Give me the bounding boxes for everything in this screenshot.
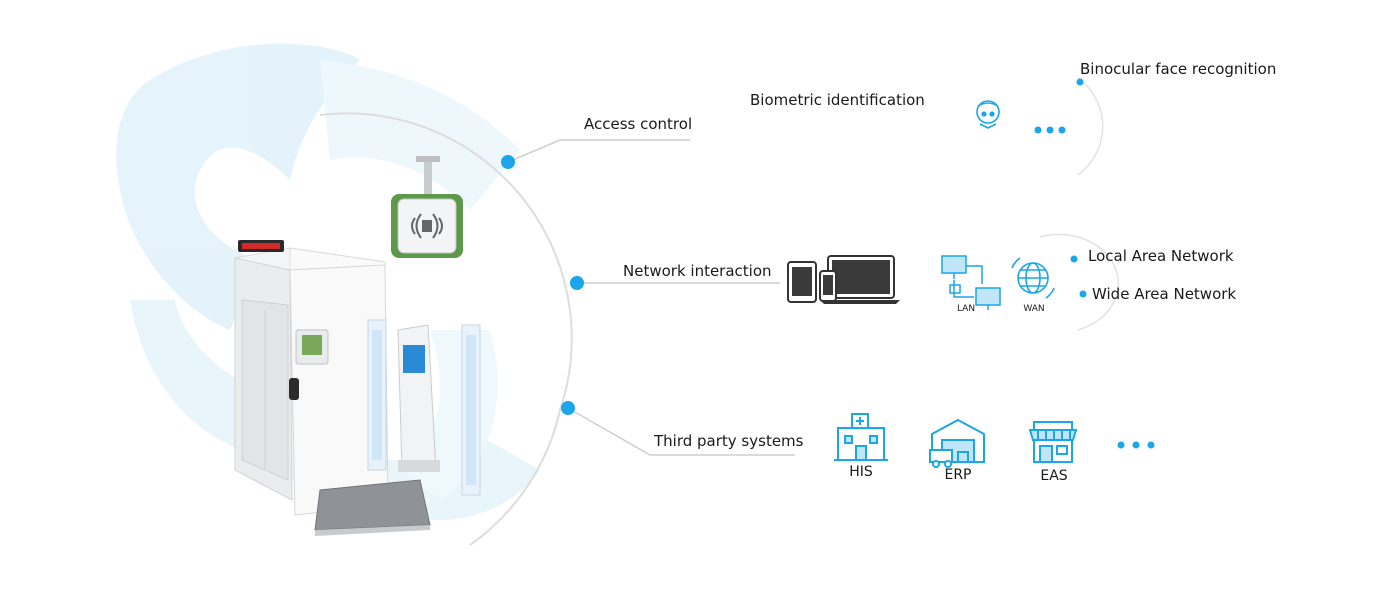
face-recognition-icon xyxy=(976,100,1000,129)
lan-icon xyxy=(941,255,1001,310)
his-label: HIS xyxy=(849,464,873,480)
access-leader-line xyxy=(507,139,690,163)
third-party-systems-label: Third party systems xyxy=(654,432,804,450)
third-party-node[interactable] xyxy=(561,401,575,415)
eas-label: EAS xyxy=(1040,468,1068,484)
local-area-network-label: Local Area Network xyxy=(1088,247,1234,265)
biometric-identification-label: Biometric identification xyxy=(750,91,925,109)
wan-caption: WAN xyxy=(1023,304,1045,314)
access-node[interactable] xyxy=(501,155,515,169)
third-party-leader-line xyxy=(567,407,795,456)
more-systems-dots-icon xyxy=(1117,441,1155,449)
wan-globe-icon xyxy=(1011,257,1055,299)
network-interaction-label: Network interaction xyxy=(623,262,772,280)
warehouse-truck-icon xyxy=(929,418,985,468)
connector-arc xyxy=(319,112,573,546)
devices-icon xyxy=(787,255,900,304)
access-side-arc xyxy=(1077,77,1104,176)
erp-label: ERP xyxy=(944,467,972,483)
binocular-dot xyxy=(1076,78,1084,86)
network-node[interactable] xyxy=(570,276,584,290)
lan-dot xyxy=(1070,255,1078,263)
network-side-arc xyxy=(1039,233,1120,331)
wan-dot xyxy=(1079,290,1087,298)
store-icon xyxy=(1028,421,1078,463)
more-dots-icon xyxy=(1034,126,1066,134)
lan-caption: LAN xyxy=(956,304,976,314)
security-cabin-illustration xyxy=(234,156,481,536)
binocular-face-recognition-label: Binocular face recognition xyxy=(1080,60,1277,78)
wide-area-network-label: Wide Area Network xyxy=(1092,285,1237,303)
access-control-label: Access control xyxy=(584,115,693,133)
hospital-icon xyxy=(834,413,888,461)
